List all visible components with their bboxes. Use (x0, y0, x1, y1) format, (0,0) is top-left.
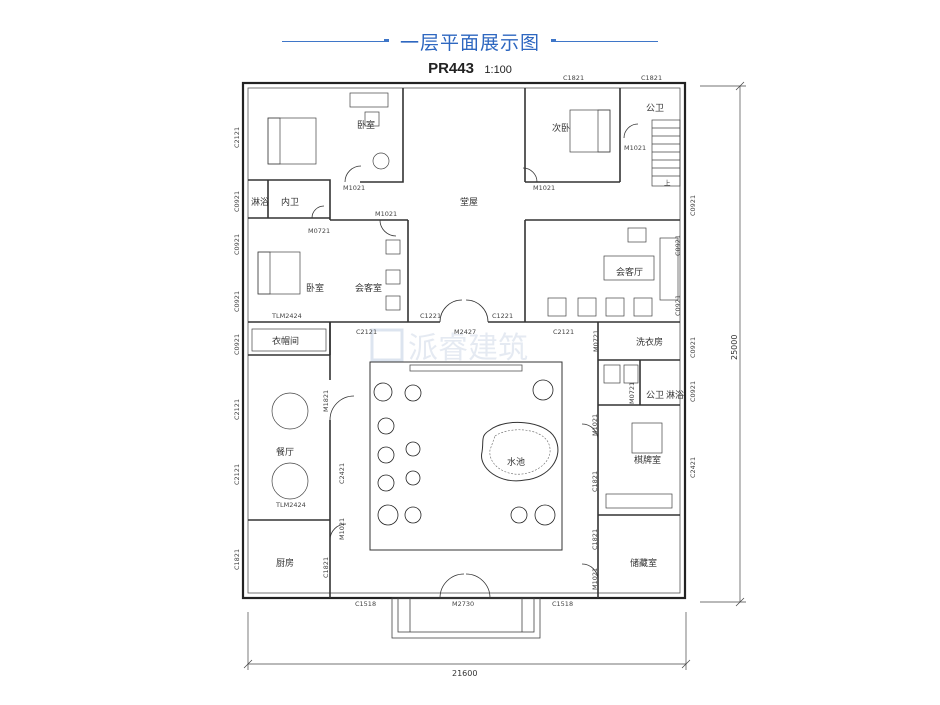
room-label-dining: 餐厅 (276, 446, 294, 458)
door-swings (311, 123, 639, 599)
tag-c2121-left: C2121 (356, 328, 377, 336)
courtyard-frame (369, 361, 563, 551)
tag-c2421-right: C2421 (689, 457, 697, 478)
room-label-guest-room: 会客室 (355, 282, 382, 294)
room-label-public-bath-top: 公卫 (646, 103, 664, 114)
title-rule-left-end (384, 39, 389, 42)
tag-c0921-right-1: C0921 (689, 195, 697, 216)
courtyard-step (409, 364, 523, 372)
title-rule-left (282, 41, 384, 42)
tag-c2121-left-mid: C2121 (233, 399, 241, 420)
pond-outline (481, 421, 559, 482)
tag-c2121-left-top: C2121 (233, 127, 241, 148)
tag-tlm2424-dining: TLM2424 (275, 501, 306, 509)
tag-c1821-top-a: C1821 (563, 74, 584, 82)
room-label-ensuite: 内卫 (281, 196, 299, 208)
tag-c0921-left-4: C0921 (233, 334, 241, 355)
tag-m1021-bath: M1021 (624, 144, 646, 152)
room-label-storage: 储藏室 (630, 557, 657, 569)
page-title: 一层平面展示图 (399, 32, 540, 54)
tag-m1021-master: M1021 (343, 184, 365, 192)
furniture (251, 92, 681, 509)
room-label-chess-room: 棋牌室 (634, 454, 661, 466)
tag-m0721-laundry: M0721 (592, 330, 600, 352)
room-label-hall: 堂屋 (460, 196, 478, 208)
tag-c2421-left: C2421 (338, 463, 346, 484)
interior-walls (248, 88, 680, 598)
watermark-text: 派睿建筑 (408, 331, 528, 366)
tag-c1518-left: C1518 (355, 600, 376, 608)
tag-c0921-right-4: C0921 (689, 337, 697, 358)
room-label-kitchen: 厨房 (276, 557, 294, 569)
tag-m1021-kitchen: M1021 (338, 518, 346, 540)
room-label-laundry: 洗衣房 (636, 336, 663, 348)
room-label-meeting-hall: 会客厅 (616, 266, 643, 278)
tag-m1821: M1821 (322, 390, 330, 412)
tag-c1821-storage: C1821 (591, 529, 599, 550)
stair-up-label: 上 (664, 178, 671, 187)
dimension-lines (243, 81, 746, 670)
tag-m0721-ensuite: M0721 (308, 227, 330, 235)
plan-scale: 1:100 (484, 64, 512, 76)
tag-c1221-right: C1221 (492, 312, 513, 320)
tag-m1021-second: M1021 (533, 184, 555, 192)
tag-c1518-right: C1518 (552, 600, 573, 608)
room-label-shower-right: 淋浴 (666, 389, 684, 401)
plan-code: PR443 (428, 60, 474, 77)
tag-c1821-top-b: C1821 (641, 74, 662, 82)
tag-c0921-right-5: C0921 (689, 381, 697, 402)
title-rule-right-end (551, 39, 556, 42)
plan-subtitle: PR443 1:100 (0, 60, 940, 78)
tag-c2121-left-low: C2121 (233, 464, 241, 485)
watermark-logo (370, 328, 404, 362)
title-rule-right (556, 41, 658, 42)
tag-c0921-left-1: C0921 (233, 191, 241, 212)
room-label-public-bath-right: 公卫 (646, 390, 664, 401)
tag-c0921-right-3: C0921 (674, 295, 682, 316)
dimension-width: 21600 (452, 669, 477, 678)
pond-inner (489, 429, 551, 475)
room-label-shower-left: 淋浴 (251, 196, 269, 208)
outer-wall-inner (247, 87, 681, 594)
tag-tlm2424-bedroom: TLM2424 (271, 312, 302, 320)
tag-m1021-guest: M1021 (375, 210, 397, 218)
vertical-tags: C2121 C0921 C0921 C0921 C0921 C2121 C212… (233, 127, 697, 590)
room-label-second-bedroom: 次卧 (552, 122, 570, 134)
tag-c1821-chess: C1821 (591, 471, 599, 492)
tag-c0921-right-2: C0921 (674, 235, 682, 256)
tag-c1821-kitchen: C1821 (322, 557, 330, 578)
dimension-depth: 25000 (730, 335, 739, 360)
room-label-left-bedroom: 卧室 (306, 282, 324, 294)
tag-m1021-storage: M1021 (591, 568, 599, 590)
title-bar: 一层平面展示图 (0, 28, 940, 54)
room-label-master-bedroom: 卧室 (357, 119, 375, 131)
tag-m0721-bath-right: M0721 (628, 382, 636, 404)
room-label-pond: 水池 (507, 456, 525, 468)
tag-m2427: M2427 (454, 328, 476, 336)
room-label-cloakroom: 衣帽间 (272, 335, 299, 347)
watermark: 派睿建筑 (370, 328, 528, 366)
tag-m1021-chess: M1021 (591, 414, 599, 436)
tag-m2730: M2730 (452, 600, 474, 608)
courtyard-plants (373, 379, 556, 526)
tag-c0921-left-3: C0921 (233, 291, 241, 312)
tag-c1821-left: C1821 (233, 549, 241, 570)
tag-c1221-left: C1221 (420, 312, 441, 320)
tag-c0921-left-2: C0921 (233, 234, 241, 255)
tag-c2121-right: C2121 (553, 328, 574, 336)
entrance-steps (391, 597, 541, 639)
